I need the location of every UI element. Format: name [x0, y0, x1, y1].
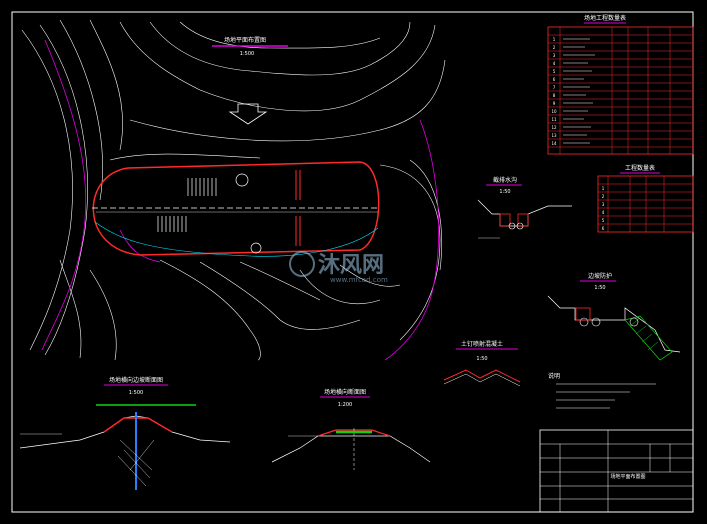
table-2: 工程数量表 1 2 3 4 5 6 — [597, 164, 694, 233]
plan-scale: 1:500 — [240, 51, 254, 57]
slope-title: 边坡防护 — [588, 272, 612, 280]
svg-text:1: 1 — [553, 37, 556, 42]
ditch-title: 截排水沟 — [493, 176, 517, 184]
svg-text:8: 8 — [553, 93, 556, 98]
svg-text:5: 5 — [602, 218, 605, 223]
section-b: 场地横向断面图 1:200 — [271, 388, 431, 470]
ditch-detail: 截排水沟 1:50 — [477, 176, 572, 239]
flow-arrow-icon — [228, 103, 268, 125]
section-a-scale: 1:500 — [129, 390, 143, 396]
svg-text:9: 9 — [553, 101, 556, 106]
site-plan-contours-magenta — [41, 39, 440, 361]
parking-stripes — [157, 178, 217, 232]
drain-detail: 土钉喷射混凝土 1:50 — [443, 340, 521, 387]
svg-text:6: 6 — [553, 77, 556, 82]
table-2-title: 工程数量表 — [625, 164, 655, 172]
plan-title: 场地平面布置图 — [224, 36, 266, 44]
table-1-title: 场地工程数量表 — [584, 14, 626, 22]
svg-text:www.mfcad.com: www.mfcad.com — [330, 276, 388, 284]
svg-text:2: 2 — [553, 45, 556, 50]
notes-title: 说明 — [548, 372, 560, 380]
svg-text:13: 13 — [551, 133, 557, 138]
svg-text:4: 4 — [602, 210, 605, 215]
tree-symbol — [235, 173, 249, 187]
table-1: 场地工程数量表 1 2 3 4 5 6 7 8 9 10 11 — [547, 14, 694, 155]
svg-text:4: 4 — [553, 61, 556, 66]
slope-scale: 1:50 — [594, 285, 605, 291]
drain-scale: 1:50 — [476, 356, 487, 362]
svg-text:11: 11 — [551, 117, 557, 122]
drain-line — [94, 221, 379, 257]
svg-text:7: 7 — [553, 85, 556, 90]
svg-text:14: 14 — [551, 141, 557, 146]
svg-text:10: 10 — [551, 109, 557, 114]
drain-title: 土钉喷射混凝土 — [461, 340, 503, 348]
svg-text:3: 3 — [553, 53, 556, 58]
slope-hatch — [629, 317, 659, 351]
watermark: 沐风网 www.mfcad.com — [289, 251, 388, 284]
tree-symbol — [250, 242, 262, 254]
svg-text:1: 1 — [602, 186, 605, 191]
site-plan — [21, 19, 446, 361]
section-b-scale: 1:200 — [338, 402, 352, 408]
slope-detail: 边坡防护 1:50 — [547, 272, 681, 361]
svg-text:12: 12 — [551, 125, 557, 130]
section-b-title: 场地横向断面图 — [324, 388, 366, 396]
site-pad-outline — [92, 161, 380, 256]
table-2-row-numbers: 1 2 3 4 5 6 — [602, 186, 605, 231]
svg-text:3: 3 — [602, 202, 605, 207]
section-a: 场地横向边坡断面图 1:500 — [19, 376, 231, 490]
section-a-title: 场地横向边坡断面图 — [109, 376, 163, 384]
table-1-row-numbers: 1 2 3 4 5 6 7 8 9 10 11 12 13 14 — [551, 37, 557, 146]
utility-markers — [295, 170, 301, 246]
ditch-scale: 1:50 — [499, 189, 510, 195]
svg-text:5: 5 — [553, 69, 556, 74]
notes: 说明 — [548, 372, 656, 409]
titleblock-drawing-name: 场地平面布置图 — [610, 473, 645, 480]
svg-text:6: 6 — [602, 226, 605, 231]
svg-text:沐风网: 沐风网 — [318, 253, 384, 278]
title-block: 场地平面布置图 — [539, 429, 694, 513]
sheet-border — [11, 11, 694, 513]
svg-text:2: 2 — [602, 194, 605, 199]
